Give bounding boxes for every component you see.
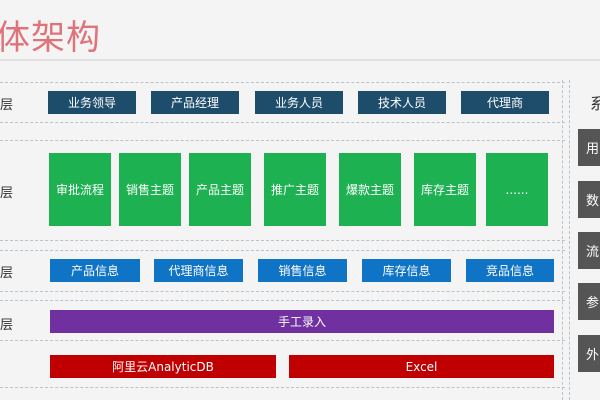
- divider: [0, 122, 565, 123]
- divider: [0, 387, 565, 388]
- role-tech-staff[interactable]: 技术人员: [358, 91, 446, 114]
- divider: [0, 300, 565, 301]
- divider: [0, 250, 565, 251]
- info-inventory[interactable]: 库存信息: [362, 259, 451, 282]
- side-item[interactable]: 流: [578, 232, 600, 269]
- layer-label: 层: [0, 266, 14, 281]
- side-item[interactable]: 数: [578, 181, 600, 218]
- divider: [0, 82, 565, 83]
- divider: [562, 80, 563, 400]
- role-business-leader[interactable]: 业务领导: [48, 91, 136, 114]
- title-divider: [0, 59, 600, 61]
- info-competitor[interactable]: 竞品信息: [466, 259, 554, 282]
- side-panel-title: 系: [590, 94, 600, 113]
- theme-product[interactable]: 产品主题: [189, 153, 251, 226]
- divider: [569, 80, 570, 400]
- role-product-manager[interactable]: 产品经理: [151, 91, 239, 114]
- theme-approval[interactable]: 审批流程: [49, 153, 111, 226]
- divider: [0, 140, 565, 141]
- page-title: 体架构: [0, 18, 101, 58]
- side-item[interactable]: 参: [578, 283, 600, 320]
- divider: [0, 291, 565, 292]
- manual-input-bar[interactable]: 手工录入: [50, 310, 554, 333]
- source-excel[interactable]: Excel: [289, 355, 554, 378]
- info-sales[interactable]: 销售信息: [258, 259, 347, 282]
- side-item[interactable]: 外: [578, 335, 600, 372]
- layer-label: 层: [0, 186, 14, 201]
- role-business-staff[interactable]: 业务人员: [255, 91, 343, 114]
- theme-promotion[interactable]: 推广主题: [264, 153, 326, 226]
- theme-hot-items[interactable]: 爆款主题: [339, 153, 401, 226]
- role-agent[interactable]: 代理商: [461, 91, 549, 114]
- divider: [0, 240, 565, 241]
- source-analyticdb[interactable]: 阿里云AnalyticDB: [50, 355, 276, 378]
- side-item[interactable]: 用: [578, 129, 600, 166]
- info-product[interactable]: 产品信息: [50, 259, 140, 282]
- divider: [0, 340, 565, 341]
- theme-inventory[interactable]: 库存主题: [414, 153, 476, 226]
- theme-more[interactable]: ......: [486, 153, 548, 226]
- info-agent[interactable]: 代理商信息: [154, 259, 243, 282]
- layer-label: 层: [0, 98, 14, 113]
- theme-sales[interactable]: 销售主题: [119, 153, 181, 226]
- layer-label: 层: [0, 318, 14, 333]
